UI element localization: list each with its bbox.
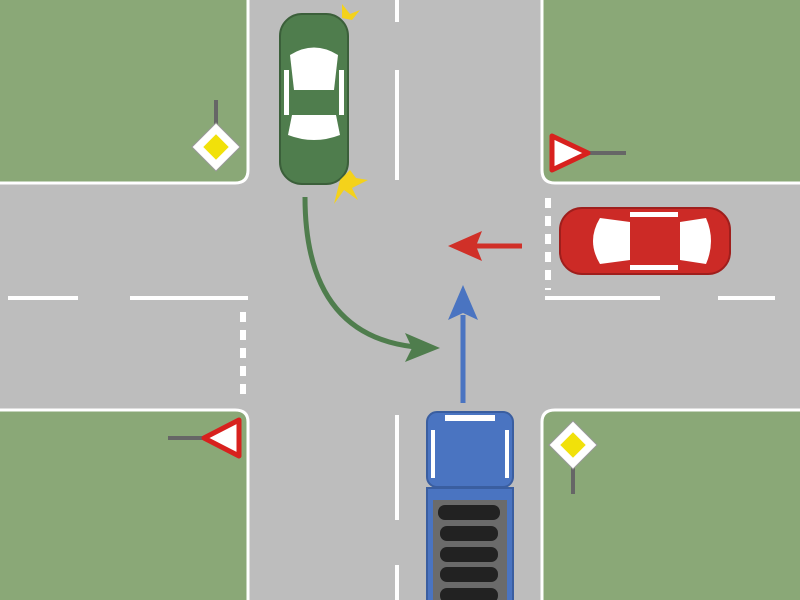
green-car — [279, 4, 368, 204]
priority-road-sign-top-left — [191, 100, 241, 172]
yield-sign-bottom-left — [168, 417, 242, 459]
grass-bottom-right — [540, 408, 800, 600]
rear-window — [680, 218, 711, 264]
arrowhead — [448, 231, 482, 261]
truck-cab — [426, 411, 514, 488]
arrowhead — [405, 333, 440, 362]
blue-truck — [426, 411, 514, 600]
windshield — [593, 218, 630, 264]
rear-window — [288, 115, 340, 140]
grass-top-left — [0, 0, 250, 185]
grass-top-right — [540, 0, 800, 185]
yield-icon — [201, 417, 242, 459]
red-arrow — [448, 231, 522, 261]
priority-road-icon — [560, 432, 586, 458]
yield-sign-top-right — [549, 133, 626, 173]
grass-bottom-left — [0, 408, 250, 600]
red-car — [559, 207, 731, 275]
blue-arrow — [448, 285, 478, 403]
left-indicator-front-icon — [342, 4, 360, 20]
priority-road-sign-bottom-right — [548, 420, 598, 494]
yield-icon — [549, 133, 591, 173]
lane-markings — [8, 0, 775, 600]
green-arrow — [302, 196, 440, 362]
left-indicator-rear-icon — [334, 170, 368, 204]
arrowhead — [448, 285, 478, 320]
windshield — [290, 47, 338, 90]
